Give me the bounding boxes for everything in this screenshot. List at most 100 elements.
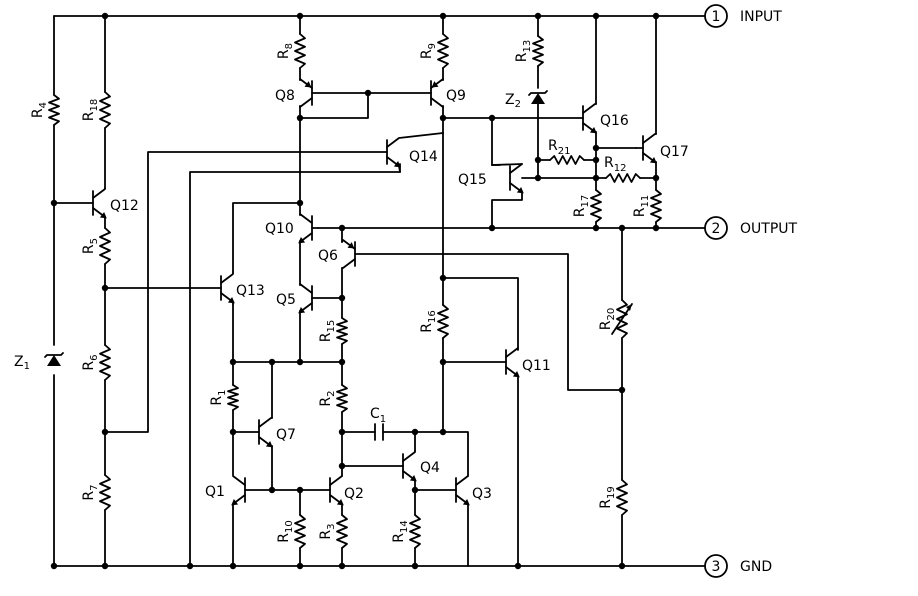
resistor-letter: R — [514, 52, 530, 62]
resistor-letter: R — [276, 533, 292, 543]
resistor-letter: R — [598, 499, 614, 509]
resistor-label: R6 — [81, 354, 100, 370]
junction-dot — [338, 428, 346, 436]
junction-dot — [296, 114, 304, 122]
resistor-r6 — [99, 344, 111, 381]
resistor-letter: R — [81, 491, 97, 501]
zener-index: 2 — [515, 99, 521, 110]
terminal-number: 3 — [712, 559, 721, 575]
resistor-letter: R — [572, 207, 588, 217]
emitter-arrow — [304, 81, 312, 88]
resistor-label: R11 — [632, 195, 651, 217]
junction-dot — [338, 562, 346, 570]
transistor-label: Q4 — [420, 460, 440, 476]
transistor-collector — [258, 417, 273, 428]
zener-letter: Z — [505, 92, 515, 108]
resistor-body — [294, 33, 306, 69]
resistor-body — [294, 514, 306, 549]
transistor-collector — [455, 475, 469, 486]
transistor-label: Q3 — [472, 486, 492, 502]
transistor-label: Q10 — [265, 221, 294, 237]
zener-bar — [528, 90, 548, 96]
transistor-label: Q13 — [236, 283, 265, 299]
resistor-r16 — [437, 304, 449, 339]
junction-dot — [652, 174, 660, 182]
resistor-r11 — [650, 189, 662, 223]
resistor-body — [99, 91, 111, 129]
transistor-collector — [341, 258, 356, 269]
junction-dot — [592, 12, 600, 20]
junction-dot — [534, 156, 542, 164]
emitter-arrow — [227, 296, 235, 304]
resistor-r21 — [549, 155, 585, 165]
terminal-number: 1 — [712, 9, 721, 25]
emitter-arrow — [512, 370, 520, 378]
resistor-letter: R — [391, 533, 407, 543]
resistor-label: R15 — [318, 320, 337, 342]
resistor-index: 11 — [640, 195, 651, 208]
junction-dot — [101, 12, 109, 20]
resistor-label: R5 — [81, 238, 100, 254]
resistor-body — [616, 479, 628, 516]
transistor-label: Q12 — [110, 198, 139, 214]
resistor-letter: R — [30, 108, 46, 118]
transistor-q2 — [329, 475, 344, 506]
zener-z2 — [528, 90, 548, 104]
capacitor-c1 — [374, 423, 384, 441]
transistor-collector — [299, 97, 313, 108]
resistor-r12 — [605, 173, 641, 183]
junction-dot — [296, 358, 304, 366]
resistor-index: 5 — [89, 238, 100, 244]
terminal-gnd: 3 GND — [704, 554, 772, 578]
resistor-label: R14 — [391, 520, 410, 542]
wire — [414, 480, 457, 491]
transistor-collector — [299, 213, 313, 224]
junction-dot — [652, 12, 660, 20]
resistor-label: R18 — [81, 99, 100, 121]
emitter-arrow — [347, 242, 355, 249]
resistor-r19 — [616, 479, 628, 516]
resistor-index: 15 — [326, 320, 337, 333]
resistor-label: R8 — [276, 43, 295, 59]
transistor-q13 — [220, 271, 235, 305]
resistor-letter: R — [276, 49, 292, 59]
zener-triangle — [531, 93, 545, 104]
transistor-q14 — [386, 132, 444, 173]
capacitor-label: C1 — [370, 406, 386, 425]
wire — [354, 253, 623, 391]
terminal-label: GND — [740, 559, 772, 575]
emitter-arrow — [516, 186, 524, 194]
resistor-r7 — [99, 474, 111, 511]
resistor-body — [437, 304, 449, 339]
junction-dot — [439, 114, 447, 122]
resistor-r4 — [48, 94, 60, 126]
transistor-collector — [329, 475, 343, 486]
transistor-q17 — [642, 133, 657, 164]
resistor-body — [99, 344, 111, 381]
resistor-r10 — [294, 514, 306, 549]
resistor-index: 1 — [217, 389, 228, 395]
wire — [442, 431, 469, 477]
wire — [491, 191, 523, 229]
junction-dot — [514, 562, 522, 570]
resistor-body — [48, 94, 60, 126]
wire — [595, 131, 637, 149]
resistor-letter: R — [318, 397, 334, 407]
junction-dot — [268, 486, 276, 494]
resistor-label: R13 — [514, 40, 533, 62]
junction-dot — [652, 224, 660, 232]
resistor-letter: R — [81, 111, 97, 121]
resistor-label: R3 — [318, 523, 337, 539]
junction-dot — [592, 224, 600, 232]
resistor-r14 — [409, 514, 421, 549]
resistor-body — [227, 384, 239, 411]
resistor-index: 3 — [326, 523, 337, 529]
junction-dot — [592, 174, 600, 182]
capacitor-index: 1 — [380, 414, 386, 425]
emitter-arrow — [409, 474, 417, 482]
transistor-q11 — [505, 347, 520, 378]
transistor-q6 — [341, 239, 356, 269]
resistor-r20 — [616, 299, 628, 339]
resistor-label: R20 — [598, 308, 617, 330]
